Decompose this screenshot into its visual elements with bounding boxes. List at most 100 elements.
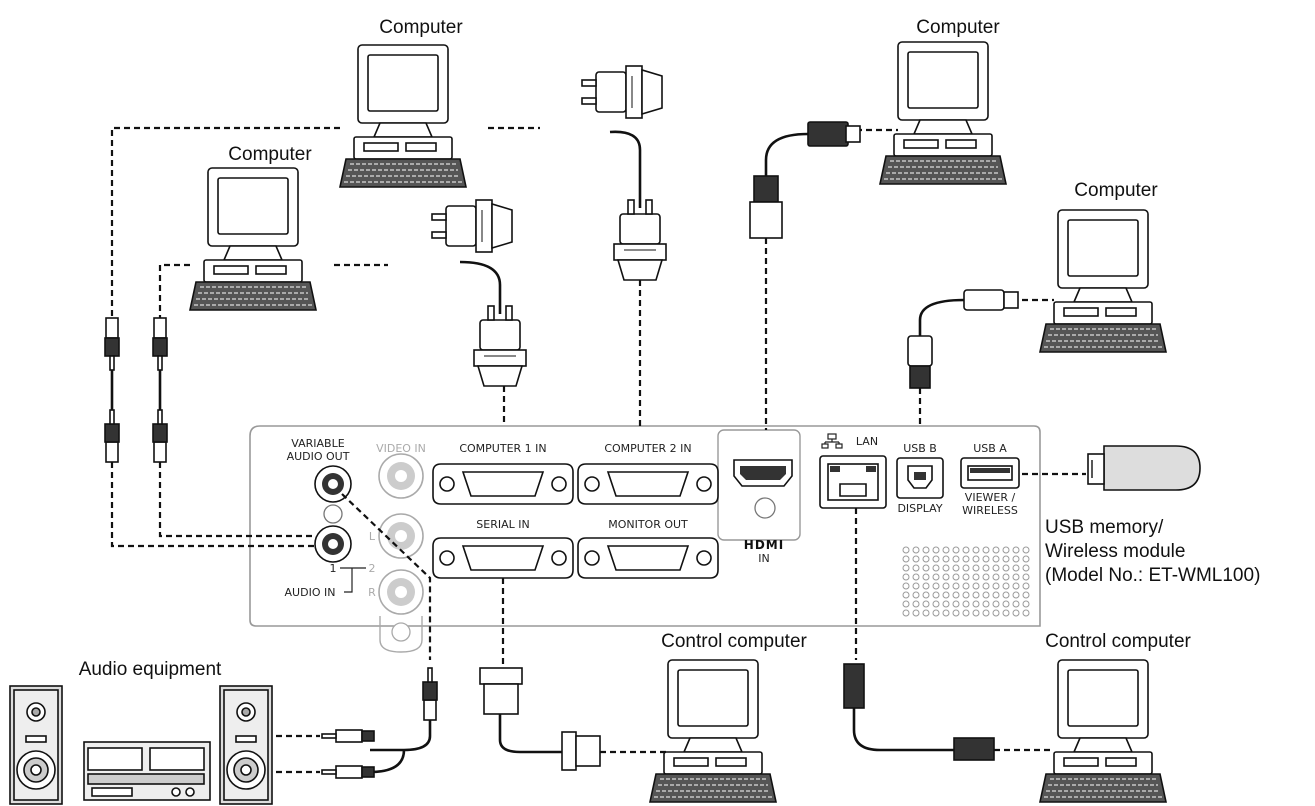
grille-hole bbox=[962, 573, 970, 581]
grille-hole bbox=[1022, 582, 1030, 590]
grille-hole bbox=[1002, 546, 1010, 554]
port-label-audio-in-2: 2 bbox=[369, 562, 376, 575]
computer-top-center bbox=[339, 44, 467, 188]
grille-hole bbox=[1022, 609, 1030, 617]
vga-connector-pc2-b bbox=[473, 305, 527, 387]
grille-hole bbox=[992, 582, 1000, 590]
port-label-audio-in-1: 1 bbox=[330, 562, 337, 575]
grille-hole bbox=[912, 546, 920, 554]
port-label-computer2-in: COMPUTER 2 IN bbox=[604, 442, 691, 455]
grille-hole bbox=[942, 573, 950, 581]
label-usb-memory-1: USB memory/ bbox=[1045, 517, 1164, 538]
grille-hole bbox=[922, 564, 930, 572]
port-label-hdmi-in: IN bbox=[758, 552, 769, 565]
audio-plug-pc2-b bbox=[152, 409, 168, 463]
grille-hole bbox=[902, 573, 910, 581]
grille-hole bbox=[1002, 555, 1010, 563]
usb-memory-device bbox=[1087, 445, 1201, 491]
grille-hole bbox=[952, 591, 960, 599]
grille-hole bbox=[902, 591, 910, 599]
grille-hole bbox=[962, 582, 970, 590]
grille-hole bbox=[1002, 582, 1010, 590]
grille-hole bbox=[972, 564, 980, 572]
grille-hole bbox=[932, 546, 940, 554]
label-control-computer-1: Control computer bbox=[661, 631, 807, 652]
grille-hole bbox=[982, 546, 990, 554]
port-label-variable-audio-out-1: VARIABLE bbox=[291, 437, 344, 450]
grille-hole bbox=[932, 582, 940, 590]
grille-hole bbox=[952, 609, 960, 617]
grille-hole bbox=[962, 555, 970, 563]
serial-connector-1 bbox=[479, 667, 601, 771]
grille-hole bbox=[972, 609, 980, 617]
grille-hole bbox=[962, 609, 970, 617]
grille-hole bbox=[912, 573, 920, 581]
computer1-in-port bbox=[432, 463, 574, 505]
hdmi-plug-pc3 bbox=[749, 121, 861, 239]
grille-hole bbox=[902, 555, 910, 563]
speaker-grille bbox=[902, 546, 1030, 617]
grille-hole bbox=[1012, 573, 1020, 581]
port-label-serial-in: SERIAL IN bbox=[476, 518, 529, 531]
grille-hole bbox=[942, 564, 950, 572]
grille-hole bbox=[922, 573, 930, 581]
grille-hole bbox=[972, 555, 980, 563]
grille-hole bbox=[1002, 564, 1010, 572]
grille-hole bbox=[1012, 555, 1020, 563]
usb-a-port bbox=[960, 457, 1020, 489]
grille-hole bbox=[972, 573, 980, 581]
grille-hole bbox=[902, 600, 910, 608]
speaker-left bbox=[9, 685, 63, 805]
port-label-lan: LAN bbox=[856, 435, 878, 448]
grille-hole bbox=[1012, 564, 1020, 572]
grille-hole bbox=[992, 609, 1000, 617]
port-label-usb-b-display: DISPLAY bbox=[897, 502, 942, 515]
label-computer-right: Computer bbox=[1074, 180, 1158, 201]
cable-pc4-usb bbox=[918, 298, 965, 336]
label-usb-memory-3: (Model No.: ET-WML100) bbox=[1045, 565, 1260, 586]
grille-hole bbox=[1002, 600, 1010, 608]
grille-hole bbox=[992, 546, 1000, 554]
cable-pc2-vga bbox=[459, 260, 502, 314]
grille-hole bbox=[932, 609, 940, 617]
grille-hole bbox=[982, 600, 990, 608]
rca-plug-2 bbox=[321, 765, 375, 779]
computer-top-right bbox=[879, 41, 1007, 185]
port-label-video-in: VIDEO IN bbox=[376, 442, 426, 455]
grille-hole bbox=[942, 582, 950, 590]
audio-terminals bbox=[314, 453, 424, 653]
grille-hole bbox=[982, 591, 990, 599]
vga-connector-pc2-a bbox=[431, 199, 513, 253]
grille-hole bbox=[1012, 582, 1020, 590]
grille-hole bbox=[922, 555, 930, 563]
grille-hole bbox=[982, 564, 990, 572]
control-computer-2 bbox=[1039, 659, 1167, 803]
grille-hole bbox=[912, 564, 920, 572]
control-computer-1 bbox=[649, 659, 777, 803]
audio-in-bracket bbox=[340, 567, 366, 593]
grille-hole bbox=[982, 555, 990, 563]
cable-serial bbox=[498, 714, 562, 754]
grille-hole bbox=[902, 582, 910, 590]
vga-connector-pc1-a bbox=[581, 65, 663, 119]
grille-hole bbox=[972, 546, 980, 554]
port-label-r: R bbox=[368, 586, 376, 599]
grille-hole bbox=[1022, 591, 1030, 599]
grille-hole bbox=[952, 555, 960, 563]
grille-hole bbox=[1022, 564, 1030, 572]
computer2-in-port bbox=[577, 463, 719, 505]
lan-plug bbox=[843, 663, 995, 761]
grille-hole bbox=[902, 564, 910, 572]
audio-plug-pc1-a bbox=[104, 317, 120, 371]
grille-hole bbox=[942, 546, 950, 554]
cable-audio-pc2-bottom bbox=[158, 462, 314, 538]
audio-plug-pc1-b bbox=[104, 409, 120, 463]
grille-hole bbox=[922, 600, 930, 608]
grille-hole bbox=[1012, 609, 1020, 617]
label-computer-top-right: Computer bbox=[916, 17, 1000, 38]
port-label-variable-audio-out-2: AUDIO OUT bbox=[287, 450, 350, 463]
audio-plug-pc2-a bbox=[152, 317, 168, 371]
port-label-usb-a: USB A bbox=[973, 442, 1007, 455]
grille-hole bbox=[912, 555, 920, 563]
